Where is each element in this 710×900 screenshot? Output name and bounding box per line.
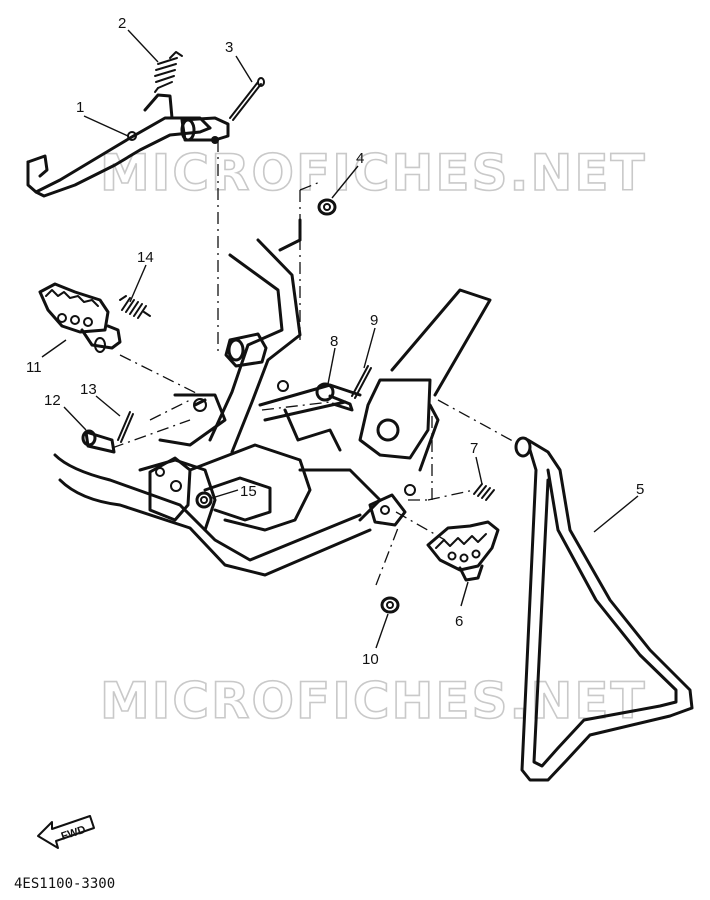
callout-12: 12 — [44, 392, 61, 409]
callout-10: 10 — [362, 651, 379, 668]
part-washer-4 — [317, 198, 337, 216]
part-footrest-right — [426, 520, 500, 582]
part-spring-14 — [119, 295, 151, 319]
part-brake-pedal — [26, 93, 230, 198]
fwd-arrow-icon: FWD — [37, 815, 95, 849]
callout-4: 4 — [356, 150, 364, 167]
callouts: 1 2 3 4 5 6 7 8 9 10 11 12 13 14 15 — [26, 15, 644, 668]
callout-15: 15 — [240, 483, 257, 500]
callout-1: 1 — [76, 99, 84, 116]
part-footrest-left — [38, 282, 122, 353]
callout-14: 14 — [137, 249, 154, 266]
assembly-lines — [111, 140, 521, 586]
part-bolt-15 — [195, 491, 213, 509]
watermark-bottom: MICROFICHES.NET — [100, 672, 647, 730]
part-sidestand — [514, 436, 694, 782]
callout-11: 11 — [26, 359, 42, 376]
part-pin-12 — [81, 429, 116, 454]
frame — [53, 218, 492, 577]
part-washer-10 — [380, 596, 400, 614]
part-spring-7 — [473, 483, 495, 501]
callout-6: 6 — [455, 613, 463, 630]
part-cotter-pin — [229, 77, 265, 121]
callout-8: 8 — [330, 333, 338, 350]
part-pin-8 — [315, 382, 354, 412]
callout-5: 5 — [636, 481, 644, 498]
part-return-spring — [154, 51, 183, 93]
part-cotter-9 — [351, 365, 372, 399]
callout-9: 9 — [370, 312, 378, 329]
leader-lines — [41, 29, 639, 649]
part-cotter-13 — [117, 411, 134, 443]
watermark-top: MICROFICHES.NET — [100, 144, 647, 202]
diagram-code: 4ES1100-3300 — [14, 876, 115, 892]
callout-13: 13 — [80, 381, 97, 398]
pivot-boss — [224, 332, 268, 368]
callout-3: 3 — [225, 39, 233, 56]
fwd-label: FWD — [60, 824, 88, 843]
callout-7: 7 — [470, 440, 478, 457]
callout-2: 2 — [118, 15, 126, 32]
